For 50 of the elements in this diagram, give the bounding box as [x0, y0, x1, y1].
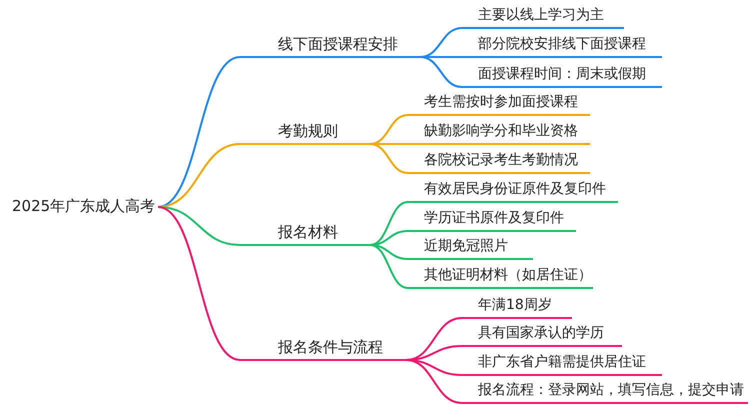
branch-line — [370, 244, 408, 260]
topic-text: 报名材料 — [278, 223, 338, 241]
branch-line — [406, 317, 462, 361]
topic-text: 非广东省户籍需提供居住证 — [478, 353, 646, 371]
topic-text: 报名条件与流程 — [278, 338, 383, 356]
topic-node — [408, 265, 593, 289]
topic-text: 部分院校安排线下面授课程 — [478, 35, 646, 53]
branch-line — [370, 114, 408, 145]
topic-node — [408, 179, 618, 203]
topic-text: 报名流程：登录网站，填写信息，提交申请 — [478, 381, 744, 399]
topic-text: 有效居民身份证原件及复印件 — [424, 180, 606, 198]
topic-node — [462, 5, 624, 29]
topic-text: 面授课程时间：周末或假期 — [478, 65, 646, 83]
topic-node — [408, 121, 590, 145]
branch-line — [158, 206, 240, 246]
topic-text: 具有国家承认的学历 — [478, 324, 604, 342]
topic-text: 考生需按时参加面授课程 — [424, 93, 578, 111]
topic-text: 线下面授课程安排 — [278, 35, 398, 53]
topic-node — [408, 236, 533, 260]
topic-node — [462, 34, 662, 58]
branch-line — [370, 244, 408, 289]
topic-text: 近期免冠照片 — [424, 237, 508, 255]
branch-line — [420, 56, 462, 88]
topic-node — [462, 323, 622, 347]
topic-node — [408, 208, 576, 232]
branch-line — [370, 143, 408, 174]
topic-text: 主要以线上学习为主 — [478, 6, 604, 24]
branch-line — [420, 56, 462, 58]
topic-node — [462, 380, 748, 404]
topic-node — [462, 64, 662, 88]
branch-line — [406, 359, 462, 404]
topic-text: 其他证明材料（如居住证） — [424, 266, 592, 284]
topic-text: 年满18周岁 — [478, 296, 552, 314]
branch-line — [370, 143, 408, 145]
topic-node — [408, 150, 590, 174]
topic-text: 考勤规则 — [278, 122, 338, 140]
topic-node — [240, 34, 420, 58]
topic-node — [408, 92, 590, 116]
branch-line — [158, 206, 240, 361]
topic-text: 学历证书原件及复印件 — [424, 209, 564, 227]
topic-node — [462, 352, 662, 376]
topic-node — [240, 222, 370, 246]
branch-line — [370, 201, 408, 246]
topic-node — [462, 295, 572, 319]
topic-node — [240, 337, 406, 361]
topic-text: 2025年广东成人高考 — [12, 197, 156, 215]
topic-text: 各院校记录考生考勤情况 — [424, 151, 578, 169]
topic-text: 缺勤影响学分和毕业资格 — [424, 122, 578, 140]
topic-node — [240, 121, 370, 145]
branch-line — [158, 56, 240, 208]
